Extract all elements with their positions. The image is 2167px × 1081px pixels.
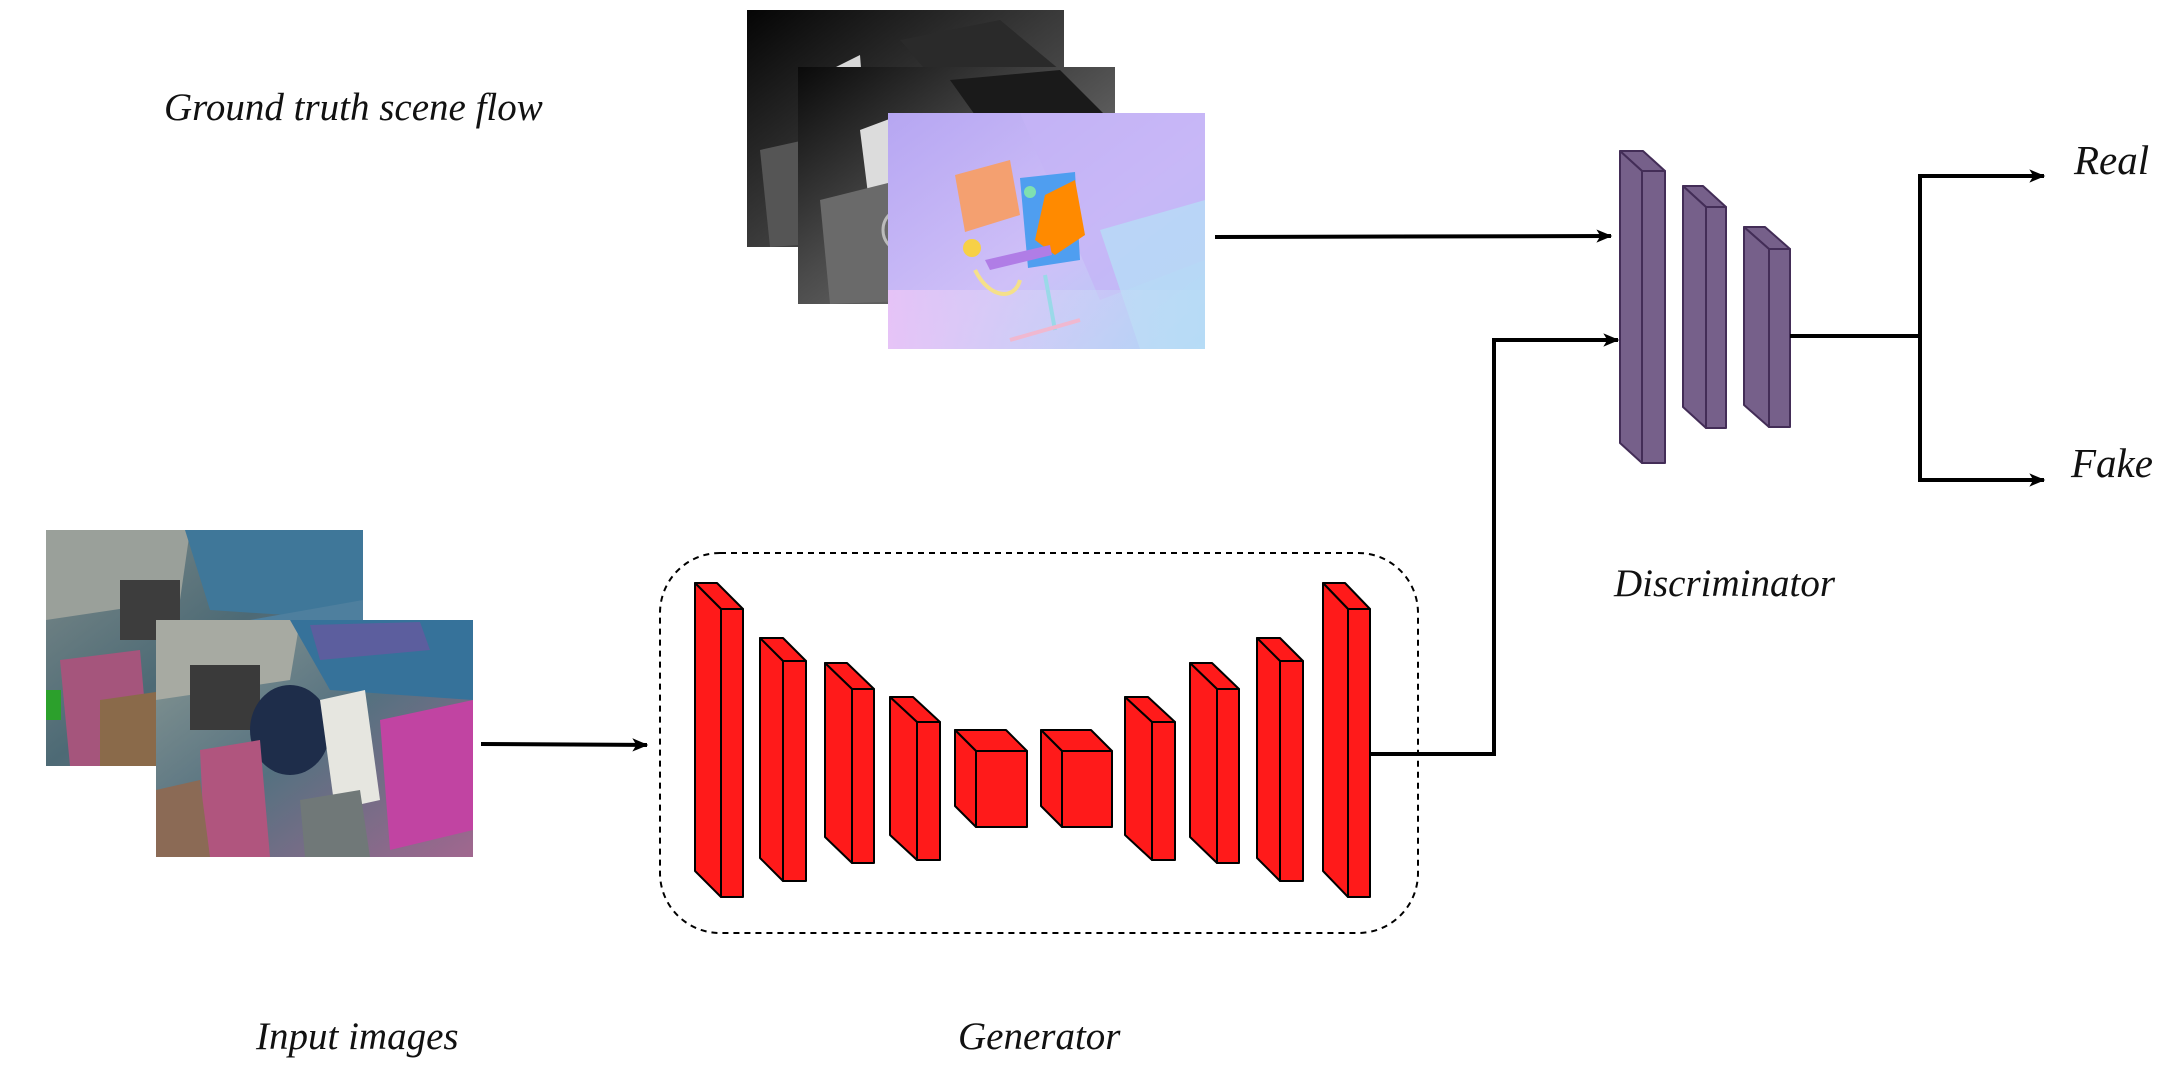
arrow-to-fake	[1918, 336, 2046, 487]
ground-truth-label: Ground truth scene flow	[164, 86, 543, 129]
fake-label: Fake	[2071, 440, 2153, 486]
real-label: Real	[2074, 137, 2150, 183]
generator-label: Generator	[958, 1015, 1121, 1058]
scene-flow-image	[888, 113, 1205, 349]
discriminator-layer-3	[1743, 226, 1791, 428]
generator-layer-2	[759, 637, 807, 882]
generator-container	[659, 552, 1419, 934]
generator-layer-6	[1040, 729, 1113, 828]
generator-layer-8	[1189, 662, 1240, 864]
scene-flow-image-stack	[747, 10, 1205, 349]
connectors	[480, 169, 2046, 756]
generator-blocks	[694, 582, 1371, 898]
arrow-input-to-generator	[480, 738, 649, 752]
generator-layer-4	[889, 696, 941, 861]
input-images-label: Input images	[256, 1015, 459, 1058]
generator-layer-9	[1256, 637, 1304, 882]
discriminator-layer-2	[1682, 185, 1727, 429]
discriminator-label: Discriminator	[1614, 562, 1836, 605]
generator-layer-1	[694, 582, 744, 898]
generator-layer-7	[1124, 696, 1176, 861]
input-image-stack	[46, 530, 473, 857]
arrow-gt-to-discriminator	[1214, 229, 1613, 243]
arrow-to-real	[1918, 169, 2046, 336]
input-image-2	[156, 620, 473, 857]
generator-layer-3	[824, 662, 875, 864]
arrow-generator-to-discriminator	[1370, 333, 1620, 756]
discriminator-blocks	[1619, 150, 1791, 464]
generator-layer-5	[954, 729, 1028, 828]
discriminator-layer-1	[1619, 150, 1666, 464]
generator-layer-10	[1322, 582, 1371, 898]
